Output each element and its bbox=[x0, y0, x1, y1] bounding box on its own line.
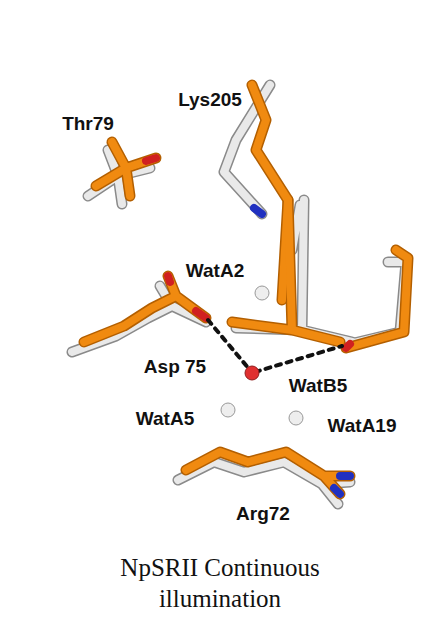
residue-label: WatA19 bbox=[328, 415, 397, 437]
residue-label: WatA5 bbox=[136, 408, 194, 430]
figure-caption: NpSRII Continuous illumination bbox=[70, 552, 370, 614]
residue-label: Asp 75 bbox=[144, 356, 206, 378]
residue-label: Arg72 bbox=[236, 503, 290, 525]
residue-label: Thr79 bbox=[62, 113, 114, 135]
residue-label: Lys205 bbox=[178, 89, 242, 111]
residue-label: WatB5 bbox=[289, 375, 347, 397]
residue-label: WatA2 bbox=[186, 260, 244, 282]
